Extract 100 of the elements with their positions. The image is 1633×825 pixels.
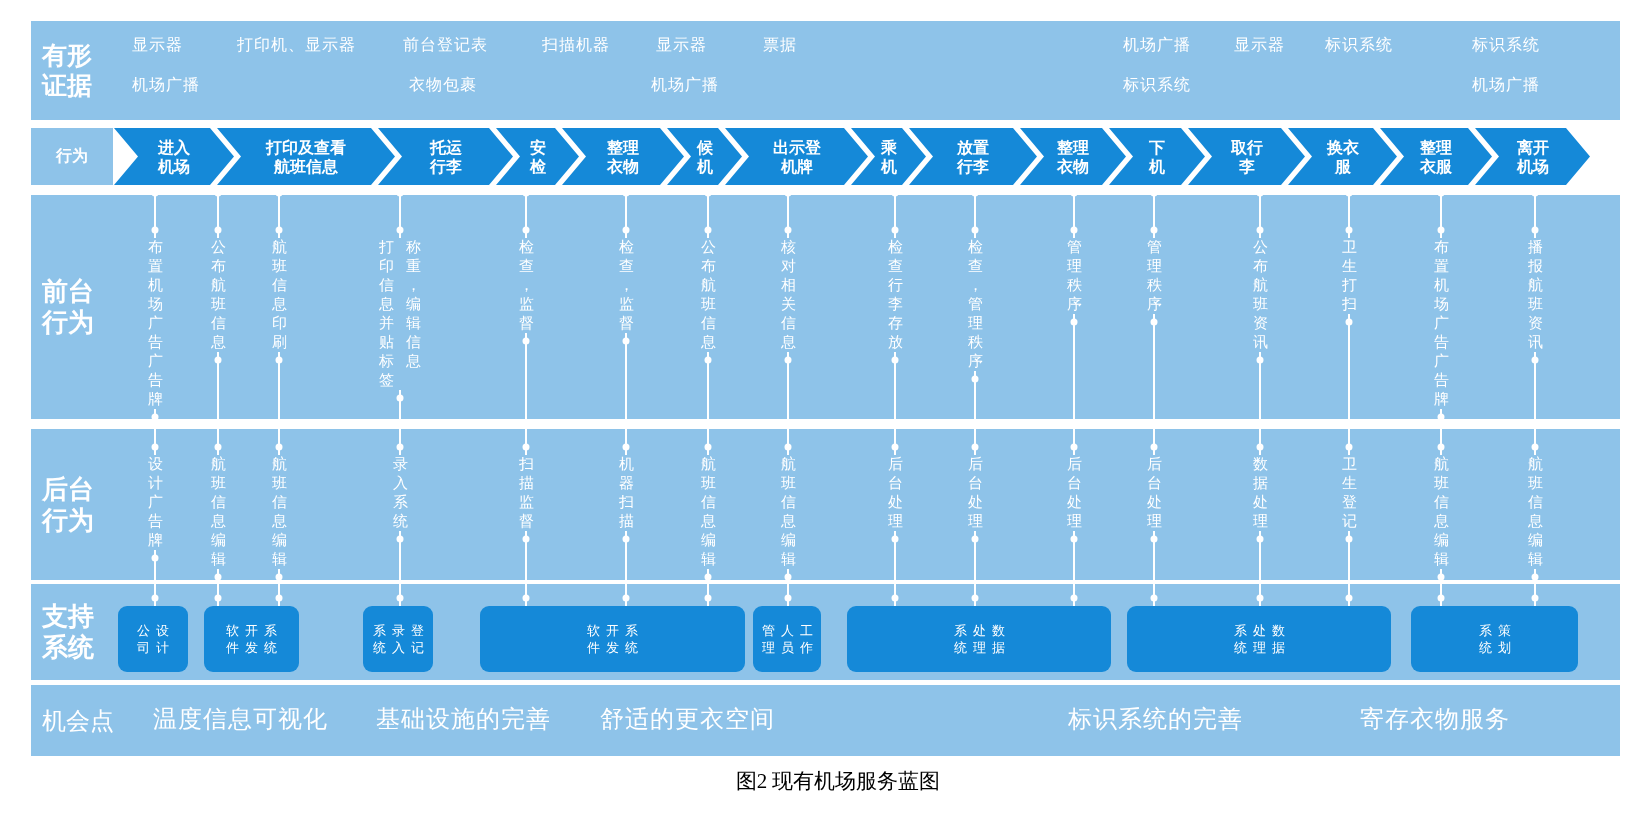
connector-line: [396, 389, 404, 456]
chevron-step: 放置行李: [909, 128, 1037, 185]
vertical-label: 设计广告牌: [147, 455, 163, 550]
connector-line: [1437, 568, 1445, 607]
lane-band: [31, 429, 1620, 580]
system-box: 工作人员管理: [753, 606, 821, 672]
system-box: 系统开发软件: [204, 606, 299, 672]
system-box: 设计公司: [118, 606, 188, 672]
opportunity-label: 标识系统的完善: [1068, 704, 1243, 734]
vertical-label: 航班信息编辑: [210, 455, 226, 569]
evidence-label: 标识系统: [1325, 35, 1393, 55]
chevron-step: 换衣服: [1288, 128, 1397, 185]
connector-line: [275, 568, 283, 607]
vertical-label: 公布航班资讯: [1252, 238, 1268, 352]
chevron-step: 下机: [1109, 128, 1205, 185]
system-box: 策划系统: [1411, 606, 1578, 672]
vertical-label: 扫描监督: [518, 455, 534, 531]
evidence-label: 标识系统: [1123, 75, 1191, 95]
vertical-label: 航班信息编辑: [1433, 455, 1449, 569]
chevron-step: 整理衣物: [1020, 128, 1126, 185]
vertical-label: 检查，管理秩序: [967, 238, 983, 371]
connector-line: [971, 530, 979, 607]
vertical-label: 航班信息印刷: [271, 238, 287, 352]
opportunity-label: 温度信息可视化: [153, 704, 328, 734]
vertical-label: 管理秩序: [1146, 238, 1162, 314]
vertical-label: 航班信息编辑: [271, 455, 287, 569]
opportunity-label: 寄存衣物服务: [1360, 704, 1510, 734]
connector-line: [622, 332, 630, 456]
vertical-label: 后台处理: [887, 455, 903, 531]
connector-line: [891, 351, 899, 456]
vertical-label: 后台处理: [967, 455, 983, 531]
chevron-step: 托运行李: [378, 128, 513, 185]
connector-line: [1345, 313, 1353, 456]
connector-line: [1437, 408, 1445, 456]
chevron-step: 出示登机牌: [725, 128, 868, 185]
vertical-label: 数据处理: [1252, 455, 1268, 531]
connector-line: [704, 351, 712, 456]
system-box: 系统开发软件: [480, 606, 745, 672]
connector-line: [151, 408, 159, 456]
evidence-label: 显示器: [132, 35, 183, 55]
vertical-label: 核对相关信息: [780, 238, 796, 352]
lane-title: 支持系统: [42, 601, 95, 663]
vertical-label: 布置机场广告广告牌: [1433, 238, 1449, 409]
vertical-label: 播报航班资讯: [1527, 238, 1543, 352]
evidence-label: 前台登记表: [403, 35, 488, 55]
vertical-label: 卫生打扫: [1341, 238, 1357, 314]
lane-band: [31, 685, 1620, 756]
vertical-label: 称重，编辑信息: [405, 238, 422, 371]
connector-line: [1070, 313, 1078, 456]
connector-line: [275, 351, 283, 456]
evidence-label: 机场广播: [651, 75, 719, 95]
chevron-step: 进入机场: [114, 128, 234, 185]
system-box: 登记录入系统: [363, 606, 433, 672]
figure-caption: 图2 现有机场服务蓝图: [735, 768, 941, 795]
evidence-label: 机场广播: [132, 75, 200, 95]
chevron-step: 整理衣服: [1380, 128, 1492, 185]
vertical-label: 管理秩序: [1066, 238, 1082, 314]
connector-line: [891, 530, 899, 607]
connector-line: [971, 370, 979, 456]
vertical-label: 录入系统: [392, 455, 408, 531]
lane-title: 有形证据: [42, 40, 93, 101]
connector-line: [522, 332, 530, 456]
connector-line: [622, 530, 630, 607]
connector-line: [151, 549, 159, 607]
vertical-label: 公布航班信息: [210, 238, 226, 352]
vertical-label: 机器扫描: [618, 455, 634, 531]
chevron-step: 打印及查看航班信息: [217, 128, 395, 185]
connector-line: [214, 568, 222, 607]
evidence-label: 显示器: [1234, 35, 1285, 55]
chevron-step: 整理衣物: [562, 128, 684, 185]
connector-line: [1256, 351, 1264, 456]
evidence-label: 扫描机器: [542, 35, 610, 55]
connector-line: [1345, 530, 1353, 607]
evidence-label: 机场广播: [1472, 75, 1540, 95]
vertical-label: 航班信息编辑: [780, 455, 796, 569]
vertical-label: 卫生登记: [1341, 455, 1357, 531]
vertical-label: 布置机场广告广告牌: [147, 238, 163, 409]
connector-line: [784, 568, 792, 607]
vertical-label: 检查，监督: [618, 238, 634, 333]
evidence-label: 机场广播: [1123, 35, 1191, 55]
vertical-label: 后台处理: [1066, 455, 1082, 531]
lane-title: 前台行为: [42, 276, 95, 338]
lane-band: [31, 21, 1620, 120]
vertical-label: 公布航班信息: [700, 238, 716, 352]
lane-title: 机会点: [42, 706, 115, 735]
vertical-label: 后台处理: [1146, 455, 1162, 531]
connector-line: [522, 530, 530, 607]
connector-line: [1531, 351, 1539, 456]
vertical-label: 打印信息并贴标签: [378, 238, 395, 390]
evidence-label: 显示器: [656, 35, 707, 55]
opportunity-label: 舒适的更衣空间: [600, 704, 775, 734]
opportunity-label: 基础设施的完善: [376, 704, 551, 734]
vertical-label: 检查行李存放: [887, 238, 903, 352]
evidence-label: 衣物包裹: [409, 75, 477, 95]
system-box: 数据处理系统: [1127, 606, 1391, 672]
vertical-label: 航班信息编辑: [700, 455, 716, 569]
connector-line: [214, 351, 222, 456]
connector-line: [396, 530, 404, 607]
connector-line: [1531, 568, 1539, 607]
connector-line: [704, 568, 712, 607]
